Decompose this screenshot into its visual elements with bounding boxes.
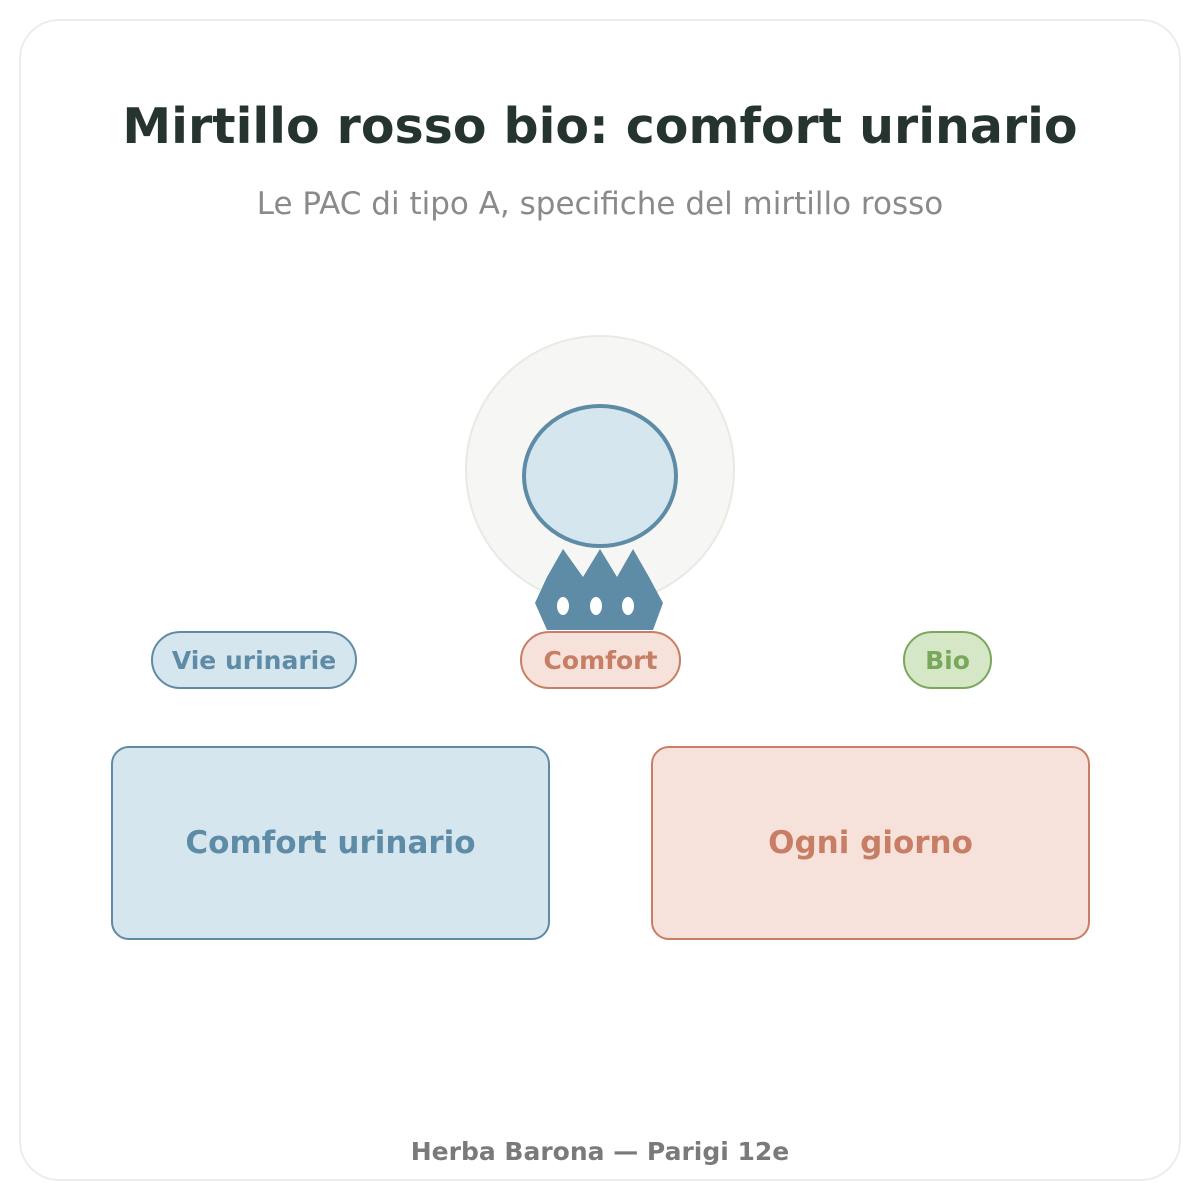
card-urinary-comfort: Comfort urinario [111,746,550,940]
card-urinary-comfort-label: Comfort urinario [185,825,476,861]
dot-left [557,597,569,615]
tag-comfort: Comfort [520,631,681,689]
page-title: Mirtillo rosso bio: comfort urinario [122,98,1078,155]
dot-right [622,597,634,615]
footer-credit: Herba Barona — Parigi 12e [410,1137,790,1166]
bladder-illustration [465,335,735,630]
bladder-shape [522,404,678,548]
card-every-day: Ogni giorno [651,746,1090,940]
page-subtitle: Le PAC di tipo A, specifiche del mirtill… [256,186,944,222]
tag-urinary-tract: Vie urinarie [151,631,357,689]
card-every-day-label: Ogni giorno [768,825,973,861]
tag-bio: Bio [903,631,992,689]
dot-center [590,597,602,615]
